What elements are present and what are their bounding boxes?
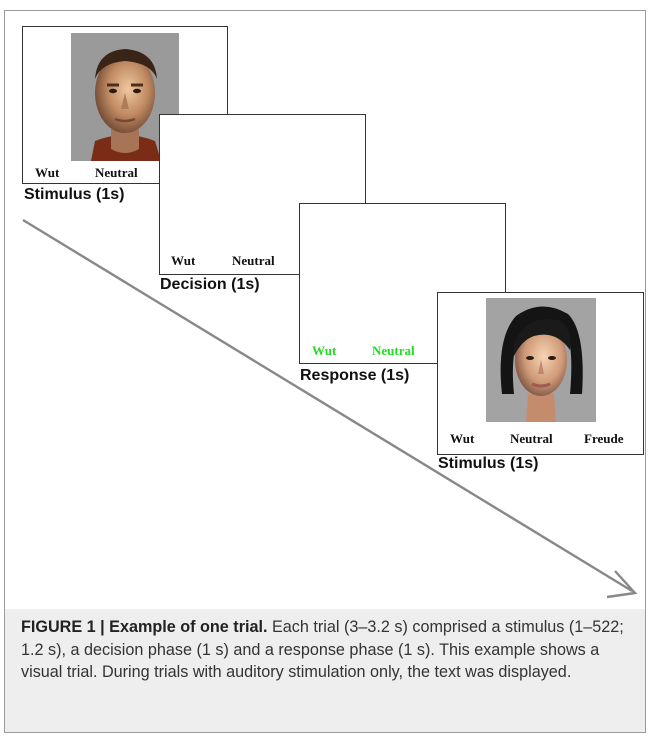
frame-2-label-center: Neutral bbox=[232, 253, 275, 268]
phase-label-stimulus-1: Stimulus (1s) bbox=[24, 186, 125, 203]
caption-text: Each trial (3–3.2 s) comprised a stimulu… bbox=[21, 618, 624, 682]
timeline-arrow-icon bbox=[22, 218, 638, 599]
frame-2-label-left: Wut bbox=[171, 253, 196, 268]
figure-caption: FIGURE 1 | Example of one trial. Each tr… bbox=[21, 616, 633, 684]
trial-figure bbox=[5, 11, 645, 609]
frame-3-label-center: Neutral bbox=[372, 343, 415, 358]
phase-label-decision: Decision (1s) bbox=[160, 276, 260, 293]
female-face-image bbox=[486, 298, 596, 422]
caption-background bbox=[5, 609, 645, 732]
timeline-arrow-head bbox=[606, 570, 638, 599]
frame-4-label-center: Neutral bbox=[510, 431, 553, 446]
frame-3-label-left: Wut bbox=[312, 343, 337, 358]
frame-4-label-left: Wut bbox=[450, 431, 475, 446]
frame-4-label-right: Freude bbox=[584, 431, 624, 446]
caption-lead: FIGURE 1 | Example of one trial. bbox=[21, 618, 268, 636]
stimulus-frame-2: Wut Neutral Freude bbox=[437, 292, 644, 455]
phase-label-stimulus-2: Stimulus (1s) bbox=[438, 455, 539, 472]
phase-label-response: Response (1s) bbox=[300, 367, 410, 384]
frame-1-label-left: Wut bbox=[35, 165, 60, 180]
frame-1-label-center: Neutral bbox=[95, 165, 138, 180]
timeline-arrow-shaft bbox=[22, 218, 633, 593]
